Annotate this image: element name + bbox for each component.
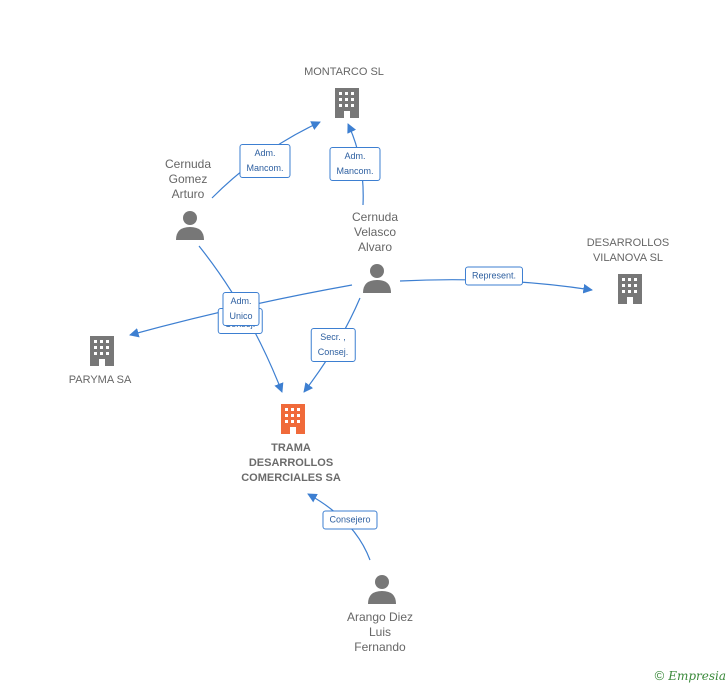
building-icon: [90, 336, 114, 366]
person-icon: [368, 575, 396, 604]
cernuda-gomez-label: Cernuda Gomez Arturo: [164, 157, 212, 201]
building-icon: [335, 88, 359, 118]
desarrollos-vilanova-label: DESARROLLOS VILANOVA SL: [586, 237, 670, 264]
cernuda-velasco-label: Cernuda Velasco Alvaro: [351, 210, 399, 254]
brand-logo[interactable]: Empresia: [668, 668, 726, 683]
person-icon: [176, 211, 204, 240]
edge-label-represent[interactable]: Represent.: [464, 266, 524, 286]
edge-label-adm-mancom[interactable]: Adm. Mancom.: [329, 147, 381, 181]
montarco-label: MONTARCO SL: [304, 66, 384, 78]
paryma-label: PARYMA SA: [68, 374, 132, 386]
edge-label-consejero[interactable]: Consejero: [322, 510, 378, 530]
edge-label-secr-consej[interactable]: Secr. , Consej.: [310, 328, 356, 362]
building-icon: [618, 274, 642, 304]
copyright-icon: ©: [654, 668, 665, 683]
edge-label-adm-mancom[interactable]: Adm. Mancom.: [239, 144, 291, 178]
trama-label: TRAMA DESARROLLOS COMERCIALES SA: [241, 442, 341, 484]
building-icon-main: [281, 404, 305, 434]
footer-brand: © Empresia: [655, 668, 726, 683]
arango-label: Arango Diez Luis Fernando: [346, 610, 414, 654]
person-icon: [363, 264, 391, 293]
edge-label-adm-unico[interactable]: Adm. Unico: [222, 292, 260, 326]
